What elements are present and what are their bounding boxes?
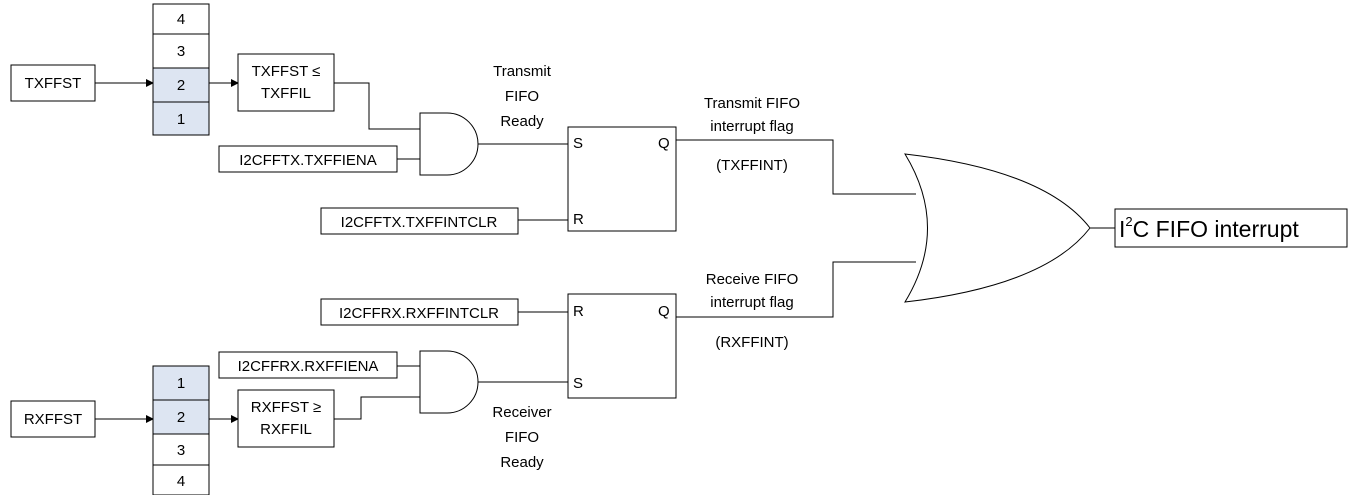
rx-latch-q: Q (658, 303, 670, 320)
tx-flag-name: (TXFFINT) (716, 157, 788, 174)
tx-status-label: TXFFST (25, 75, 82, 92)
tx-enable-box: I2CFFTX.TXFFIENA (218, 145, 398, 173)
rx-flag-line1: Receive FIFO (706, 271, 799, 288)
rx-latch-s: S (573, 375, 583, 392)
tx-ready-line3: Ready (500, 113, 544, 130)
tx-status-box: TXFFST (10, 64, 96, 102)
rx-and-gate (419, 350, 479, 414)
tx-compare-line2: TXFFIL (261, 85, 311, 102)
tx-fifo-cell (152, 101, 210, 136)
tx-compare-box: TXFFST ≤ TXFFIL (237, 53, 335, 112)
tx-sr-latch: S R Q (567, 126, 677, 232)
rx-sr-latch: R S Q (567, 293, 677, 399)
rx-status-label: RXFFST (24, 411, 82, 428)
rx-fifo-slot-label: 1 (177, 375, 185, 392)
tx-compare-wire (334, 82, 420, 130)
tx-flag-wire (676, 139, 916, 195)
tx-fifo-slot-label: 2 (177, 77, 185, 94)
rx-status-box: RXFFST (10, 400, 96, 438)
rx-fifo-cell (152, 399, 210, 435)
rx-flag-name: (RXFFINT) (715, 334, 788, 351)
rx-fifo-cell (152, 464, 210, 495)
rx-ready-line1: Receiver (492, 404, 551, 421)
rx-fifo-slot-label: 2 (177, 409, 185, 426)
tx-clear-box: I2CFFTX.TXFFINTCLR (320, 207, 519, 235)
tx-fifo-stack: 4 3 2 1 (152, 3, 210, 136)
tx-clear-label: I2CFFTX.TXFFINTCLR (341, 214, 498, 231)
tx-enable-label: I2CFFTX.TXFFIENA (239, 152, 377, 169)
tx-flag-line1: Transmit FIFO (704, 95, 800, 112)
rx-enable-box: I2CFFRX.RXFFIENA (218, 351, 398, 379)
tx-latch-q: Q (658, 135, 670, 152)
tx-and-gate (419, 112, 479, 176)
rx-flag-wire (676, 261, 916, 318)
tx-latch-s: S (573, 135, 583, 152)
rx-fifo-slot-label: 3 (177, 442, 185, 459)
tx-fifo-cell (152, 3, 210, 35)
fifo-interrupt-output-label: I2C FIFO interrupt (1119, 214, 1299, 242)
rx-compare-wire (334, 396, 420, 420)
rx-latch-r: R (573, 303, 584, 320)
fifo-interrupt-output-box: I2C FIFO interrupt (1114, 208, 1348, 248)
tx-fifo-slot-label: 3 (177, 43, 185, 60)
rx-ready-line2: FIFO (505, 429, 539, 446)
rx-flag-line2: interrupt flag (710, 294, 793, 311)
or-gate (904, 153, 1091, 303)
tx-ready-line1: Transmit (493, 63, 552, 80)
rx-enable-label: I2CFFRX.RXFFIENA (238, 358, 379, 375)
rx-compare-box: RXFFST ≥ RXFFIL (237, 389, 335, 448)
tx-flag-line2: interrupt flag (710, 118, 793, 135)
tx-latch-r: R (573, 211, 584, 228)
tx-compare-line1: TXFFST ≤ (252, 63, 321, 80)
rx-fifo-stack: 1 2 3 4 (152, 365, 210, 495)
rx-compare-line1: RXFFST ≥ (251, 399, 321, 416)
rx-clear-box: I2CFFRX.RXFFINTCLR (320, 298, 519, 326)
rx-compare-line2: RXFFIL (260, 421, 312, 438)
rx-fifo-slot-label: 4 (177, 473, 185, 490)
rx-fifo-cell (152, 365, 210, 401)
rx-clear-label: I2CFFRX.RXFFINTCLR (339, 305, 499, 322)
tx-fifo-slot-label: 4 (177, 11, 185, 28)
tx-fifo-slot-label: 1 (177, 111, 185, 128)
rx-fifo-cell (152, 433, 210, 466)
rx-ready-line3: Ready (500, 454, 544, 471)
tx-ready-line2: FIFO (505, 88, 539, 105)
